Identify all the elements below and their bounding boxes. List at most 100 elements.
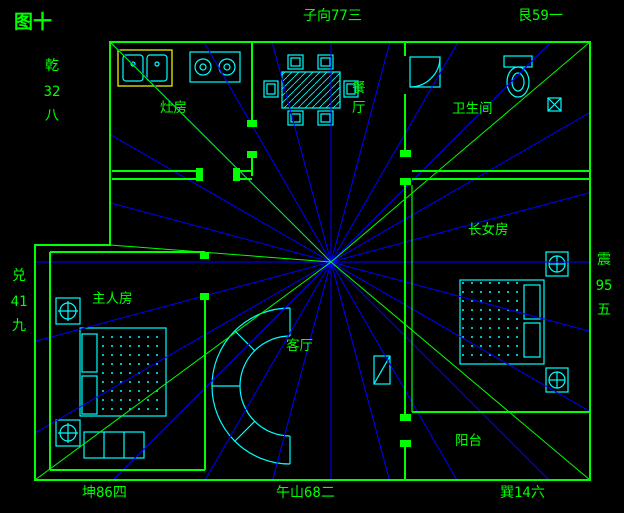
compass-label-top-center: 子向77三 bbox=[303, 8, 362, 24]
daughter-room-furniture bbox=[459, 251, 569, 393]
sink-basin-right bbox=[146, 54, 168, 82]
master-bed bbox=[79, 327, 167, 417]
door-jamb bbox=[200, 252, 209, 259]
living-room-door bbox=[373, 355, 391, 385]
compass-label-bottom-left: 坤86四 bbox=[82, 485, 127, 501]
dining-chair bbox=[263, 80, 279, 98]
direction-ray bbox=[330, 42, 590, 263]
living-room-door-swing bbox=[373, 355, 391, 385]
daughter-nightstand bbox=[545, 251, 569, 277]
door-jamb bbox=[400, 414, 411, 421]
door-jamb bbox=[196, 168, 203, 181]
direction-ray bbox=[330, 261, 467, 480]
direction-ray bbox=[330, 261, 590, 480]
master-dresser bbox=[83, 431, 145, 459]
label-layer: 图十 子向77三 艮59一 乾 32 八 兑 41 九 震 95 五 坤86四 … bbox=[11, 8, 613, 501]
master-bed-pillow bbox=[81, 375, 98, 415]
dining-chair-seat bbox=[290, 57, 301, 67]
door-jamb bbox=[400, 440, 411, 447]
compass-label-top-right: 艮59一 bbox=[518, 8, 563, 24]
direction-ray bbox=[330, 42, 467, 263]
door-jamb bbox=[400, 178, 411, 185]
outer-wall bbox=[34, 41, 591, 481]
dining-furniture bbox=[263, 54, 359, 126]
corner-ray bbox=[109, 42, 332, 263]
direction-ray bbox=[35, 261, 332, 480]
figure-title: 图十 bbox=[14, 10, 52, 33]
dining-chair bbox=[287, 54, 304, 70]
door-jamb bbox=[247, 151, 257, 158]
direction-ray bbox=[70, 261, 332, 480]
label-bathroom: 卫生间 bbox=[452, 101, 493, 117]
wall-layer bbox=[34, 41, 591, 481]
label-daughter-room: 长女房 bbox=[468, 221, 509, 238]
dining-table bbox=[281, 71, 341, 109]
dining-chair bbox=[343, 80, 359, 98]
label-dining-1: 餐 bbox=[352, 80, 366, 96]
direction-ray bbox=[330, 42, 590, 263]
toilet-bowl bbox=[506, 66, 530, 98]
label-dining-2: 厅 bbox=[352, 100, 366, 116]
direction-ray bbox=[330, 261, 590, 480]
master-nightstand bbox=[55, 297, 81, 325]
green-rays bbox=[35, 42, 590, 480]
master-bed-pillow bbox=[81, 333, 98, 373]
corner-ray bbox=[330, 261, 590, 480]
toilet-bowl-inner bbox=[511, 72, 525, 92]
compass-label-e-num: 95 bbox=[596, 278, 613, 294]
door-jamb bbox=[400, 150, 411, 157]
direction-ray bbox=[35, 126, 332, 263]
dining-chair-seat bbox=[346, 83, 356, 95]
kitchen-furniture bbox=[117, 49, 241, 87]
floor-drain bbox=[547, 97, 562, 112]
stove-burner-right bbox=[218, 58, 236, 76]
stove-burner-right-inner bbox=[223, 63, 231, 71]
door-jamb bbox=[233, 168, 240, 181]
corner-ray bbox=[330, 42, 590, 263]
sofa-inner-edge bbox=[239, 335, 291, 437]
stove bbox=[189, 51, 241, 83]
compass-label-nw: 乾 bbox=[45, 58, 59, 74]
dining-chair bbox=[317, 54, 334, 70]
sofa-cushion-divider bbox=[234, 330, 256, 352]
compass-label-nw-num: 32 bbox=[44, 84, 61, 100]
corner-ray bbox=[109, 244, 332, 263]
compass-label-w-num: 41 bbox=[11, 294, 28, 310]
direction-ray bbox=[70, 42, 332, 263]
direction-ray bbox=[35, 261, 332, 398]
daughter-bed bbox=[459, 279, 545, 365]
compass-label-bottom-center: 午山68二 bbox=[276, 485, 335, 501]
sink-drain-right bbox=[154, 61, 160, 67]
master-bed-mattress bbox=[98, 330, 164, 414]
daughter-bed-pillow bbox=[523, 322, 541, 358]
bathroom-door-swing bbox=[409, 56, 441, 88]
daughter-bed-pillow bbox=[523, 284, 541, 320]
dining-chair bbox=[287, 110, 304, 126]
door-jamb bbox=[200, 293, 209, 300]
direction-ray bbox=[330, 261, 590, 398]
dining-chair-seat bbox=[266, 83, 276, 95]
direction-ray bbox=[330, 42, 590, 263]
master-nightstand bbox=[55, 419, 81, 447]
direction-ray bbox=[35, 261, 332, 480]
daughter-bed-mattress bbox=[462, 282, 522, 362]
compass-label-e: 震 bbox=[597, 252, 611, 268]
door-jamb bbox=[247, 120, 257, 127]
sofa-cushion-divider bbox=[234, 420, 256, 442]
floor-drain-cross bbox=[547, 97, 562, 112]
compass-label-bottom-right: 巽14六 bbox=[500, 485, 545, 501]
bathroom-door bbox=[409, 56, 441, 88]
compass-label-nw-digit: 八 bbox=[45, 108, 59, 124]
compass-label-w: 兑 bbox=[12, 268, 26, 284]
label-kitchen: 灶房 bbox=[160, 100, 187, 116]
dining-chair-seat bbox=[320, 113, 331, 123]
master-room-furniture bbox=[55, 297, 167, 459]
dining-chair-seat bbox=[290, 113, 301, 123]
stove-burner-left-inner bbox=[199, 63, 207, 71]
label-balcony: 阳台 bbox=[455, 433, 482, 449]
direction-ray bbox=[330, 126, 590, 263]
direction-ray bbox=[195, 261, 332, 480]
compass-label-w-digit: 九 bbox=[12, 318, 26, 334]
